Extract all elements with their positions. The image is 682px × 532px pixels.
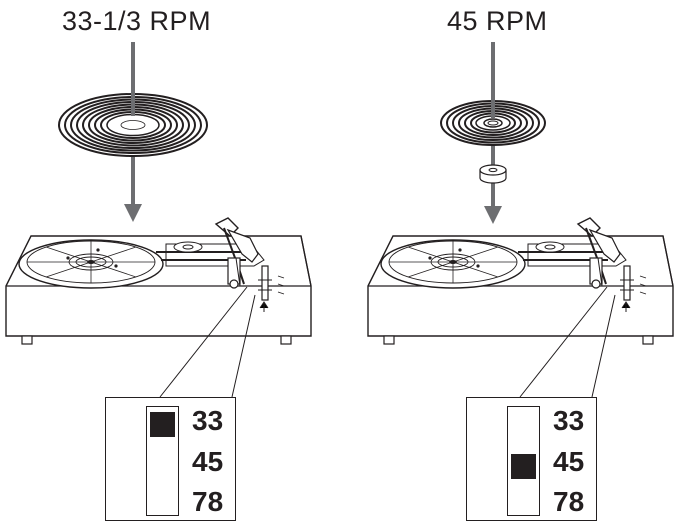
speed-label-33: 33 — [553, 405, 585, 436]
speed-slider-track — [146, 406, 179, 516]
speed-selector-inset-45: 33 45 78 — [466, 397, 597, 521]
speed-slider-track — [507, 406, 540, 516]
panel-title-45: 45 RPM — [447, 6, 548, 36]
speed-label-78: 78 — [553, 486, 585, 517]
speed-label-33: 33 — [192, 405, 224, 436]
panel-title-33: 33-1/3 RPM — [62, 6, 212, 36]
speed-knob-icon — [511, 454, 536, 479]
speed-label-45: 45 — [192, 446, 224, 477]
callout-lines — [519, 286, 616, 398]
turntable-icon — [5, 217, 312, 345]
adapter-icon — [479, 164, 507, 184]
speed-label-78: 78 — [192, 486, 224, 517]
callout-lines — [159, 286, 256, 398]
turntable-icon — [367, 217, 674, 345]
speed-selector-inset-33: 33 45 78 — [105, 397, 236, 521]
speed-knob-icon — [150, 412, 175, 437]
speed-label-45: 45 — [553, 446, 585, 477]
